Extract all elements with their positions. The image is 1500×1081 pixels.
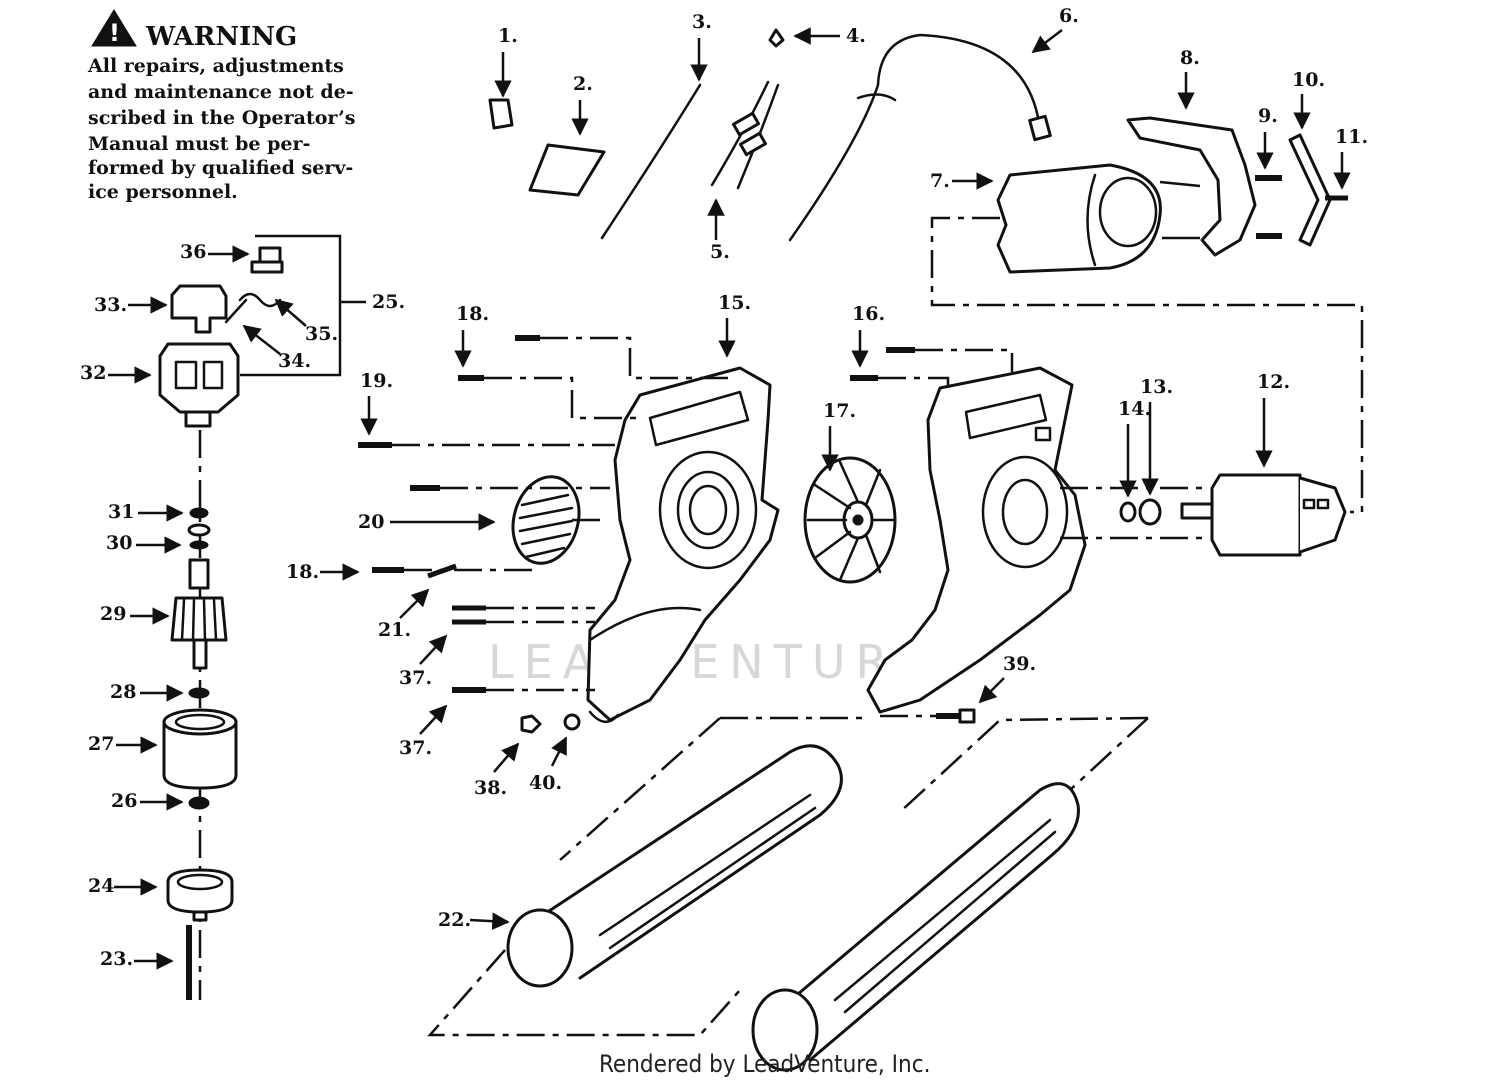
part-31-washer (189, 507, 209, 519)
part-5-wire-harness (710, 80, 780, 190)
watermark-text: LEADVENTURE (488, 635, 937, 689)
motor-exploded-column (158, 234, 366, 1000)
part-13-washer (1138, 498, 1162, 526)
callout-5: 5. (710, 241, 730, 263)
part-35-spring (238, 292, 282, 308)
callout-27: 27 (88, 733, 114, 755)
callout-26: 26 (111, 790, 137, 812)
part-6-power-cord (788, 33, 1052, 242)
callout-8: 8. (1180, 47, 1200, 69)
part-2-label (528, 143, 606, 197)
callout-4: 4. (846, 25, 866, 47)
part-17-fan (803, 456, 897, 584)
callout-20: 20 (358, 511, 384, 533)
warning-triangle-icon (91, 9, 137, 47)
part-10-clip (1288, 133, 1332, 247)
callout-28: 28 (110, 681, 136, 703)
part-1-switch (488, 98, 514, 130)
callout-18a: 18. (456, 303, 489, 325)
part-40-washer (563, 713, 581, 731)
callout-37a: 37. (399, 667, 432, 689)
callout-7: 7. (930, 170, 950, 192)
part-14-washer (1119, 501, 1137, 523)
callout-15: 15. (718, 292, 751, 314)
warning-block: ! WARNING All repairs, adjustments and m… (87, 9, 355, 203)
part-12-motor (1180, 473, 1347, 557)
callout-25: 25. (372, 291, 405, 313)
callout-30: 30 (106, 532, 132, 554)
callout-36: 36 (180, 241, 206, 263)
part-30-washer (189, 540, 209, 550)
part-8-handle (1126, 116, 1257, 257)
callout-6: 6. (1059, 5, 1079, 27)
warning-line-6: ice personnel. (88, 181, 238, 203)
svg-text:!: ! (109, 19, 120, 47)
part-24-end-cap (166, 868, 234, 922)
part-31b-washer (187, 523, 211, 537)
part-33-brush-cap (170, 284, 228, 334)
warning-title: WARNING (145, 22, 297, 52)
part-3-cord (600, 83, 702, 240)
right-screws (850, 347, 1014, 724)
part-34-wire (224, 298, 248, 324)
top-small-parts (488, 28, 1052, 242)
callout-40: 40. (529, 772, 562, 794)
footer-credit: Rendered by LeadVenture, Inc. (599, 1050, 930, 1078)
callout-10: 10. (1292, 69, 1325, 91)
callout-39: 39. (1003, 653, 1036, 675)
part-38-wing-nut (520, 714, 542, 734)
callout-32: 32 (80, 362, 106, 384)
part-39-screw-head (958, 708, 976, 724)
callout-19: 19. (360, 370, 393, 392)
part-4-nut (768, 28, 785, 48)
callout-24: 24 (88, 875, 114, 897)
warning-line-3: scribed in the Operator’s (88, 107, 355, 129)
callout-9: 9. (1258, 105, 1278, 127)
callout-38: 38. (474, 777, 507, 799)
warning-line-4: Manual must be per- (88, 133, 310, 155)
bracket-25 (240, 234, 342, 377)
callout-3: 3. (692, 11, 712, 33)
part-29-armature (170, 558, 228, 670)
callout-22: 22. (438, 909, 471, 931)
callout-17: 17. (823, 400, 856, 422)
part-27-field-housing (162, 708, 238, 790)
part-32-end-bell (158, 342, 240, 428)
leader-7-to-12 (930, 216, 1364, 514)
callout-11: 11. (1335, 126, 1368, 148)
part-15-left-housing (586, 366, 780, 722)
callout-34: 34. (278, 350, 311, 372)
part-20-grille (511, 475, 581, 565)
part-22-blower-tubes (427, 716, 1149, 1072)
callout-21: 21. (378, 619, 411, 641)
callout-2: 2. (573, 73, 593, 95)
callout-33: 33. (94, 294, 127, 316)
warning-line-2: and maintenance not de- (88, 81, 354, 103)
callout-31: 31 (108, 501, 134, 523)
callout-12: 12. (1257, 371, 1290, 393)
callout-13: 13. (1140, 376, 1173, 398)
part-16-right-housing (866, 366, 1087, 714)
callout-14: 14. (1118, 398, 1151, 420)
part-7-motor-cover (996, 163, 1201, 274)
callout-23: 23. (100, 948, 133, 970)
callout-37b: 37. (399, 737, 432, 759)
callout-18b: 18. (286, 561, 319, 583)
part-36-terminal (250, 246, 284, 274)
warning-line-5: formed by qualified serv- (88, 157, 353, 179)
callout-35: 35. (305, 323, 338, 345)
warning-line-1: All repairs, adjustments (87, 55, 344, 77)
callout-labels: 1. 2. 3. 4. 5. 6. 7. 8. 9. 10. 11. 12. 1… (80, 5, 1368, 970)
callout-29: 29 (100, 603, 126, 625)
part-26-washer (188, 796, 210, 810)
callout-1: 1. (498, 25, 518, 47)
callout-16: 16. (852, 303, 885, 325)
left-screws (358, 335, 730, 734)
part-28-washer (188, 687, 210, 699)
